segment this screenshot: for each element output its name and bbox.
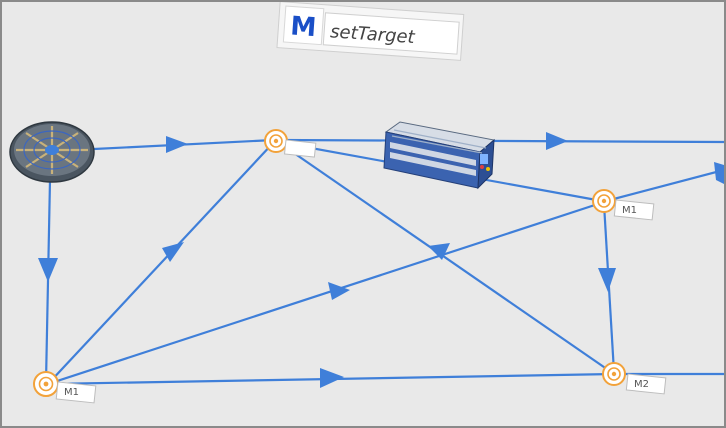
arrow-icon <box>166 136 188 153</box>
arrow-icon <box>162 242 184 262</box>
arrow-icon <box>320 368 344 388</box>
node-m1-left-label: M1 <box>64 387 79 398</box>
path-top-to-m1-left[interactable] <box>47 141 275 385</box>
node-top[interactable] <box>264 129 317 158</box>
arrow-icon <box>714 162 724 184</box>
path-m1-right-to-edge[interactable] <box>605 168 724 203</box>
turntable-icon[interactable] <box>9 121 95 183</box>
path-top-to-m2[interactable] <box>277 141 615 375</box>
path-top-to-right-edge[interactable] <box>277 138 724 144</box>
arrow-icon <box>598 268 616 292</box>
node-m1-left[interactable]: M1 <box>33 371 97 404</box>
direction-arrows <box>38 132 724 388</box>
path-m1-left-to-m1-right[interactable] <box>47 200 605 386</box>
arrow-icon <box>38 258 58 282</box>
node-m2-label: M2 <box>634 379 649 390</box>
arrow-icon <box>546 132 568 150</box>
method-m-icon <box>282 5 325 46</box>
agv-vehicle-icon[interactable] <box>383 121 496 248</box>
method-icon-letter: M <box>289 11 317 43</box>
path-segments[interactable] <box>44 138 724 386</box>
arrow-icon <box>428 243 450 260</box>
method-settarget-block[interactable]: M setTarget <box>276 2 465 61</box>
node-m1-right-label: M1 <box>622 205 637 216</box>
node-m2[interactable]: M2 <box>602 362 667 395</box>
node-m1-right[interactable]: M1 <box>592 189 655 221</box>
arrow-icon <box>328 282 350 300</box>
